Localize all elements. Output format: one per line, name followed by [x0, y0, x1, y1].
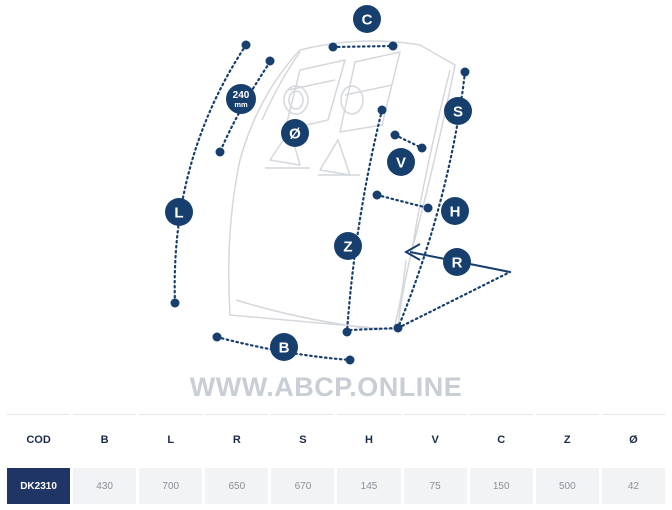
header-h: H [337, 414, 401, 465]
cell-z: 500 [535, 465, 599, 504]
svg-text:240: 240 [233, 90, 250, 101]
cell-s: 670 [271, 465, 335, 504]
svg-text:mm: mm [234, 100, 248, 109]
svg-text:S: S [453, 104, 463, 121]
dimension-label-c: C [353, 5, 381, 33]
svg-text:B: B [279, 340, 290, 357]
dimension-endpoints [170, 40, 470, 365]
svg-text:C: C [362, 12, 373, 29]
dimension-label-z: Z [334, 232, 362, 260]
dimension-label-diameter: Ø [281, 119, 309, 147]
svg-text:L: L [174, 205, 183, 222]
header-c: C [469, 414, 533, 465]
dimension-lines [173, 43, 512, 362]
cell-r: 650 [205, 465, 269, 504]
cell-cod: DK2310 [7, 465, 71, 504]
header-s: S [271, 414, 335, 465]
cell-v: 75 [403, 465, 467, 504]
dimension-label-l: L [165, 198, 193, 226]
cell-l: 700 [139, 465, 203, 504]
header-l: L [139, 414, 203, 465]
header-v: V [403, 414, 467, 465]
dimension-label-r: R [443, 248, 471, 276]
cell-diameter: 42 [601, 465, 665, 504]
header-r: R [205, 414, 269, 465]
svg-text:Z: Z [343, 239, 352, 256]
svg-text:Ø: Ø [289, 126, 301, 143]
dimension-label-h: H [441, 197, 469, 225]
svg-text:H: H [450, 204, 461, 221]
watermark-text: WWW.ABCP.ONLINE [189, 372, 463, 402]
dimension-label-v: V [387, 148, 415, 176]
cell-c: 150 [469, 465, 533, 504]
cell-h: 145 [337, 465, 401, 504]
dimension-label-s: S [444, 97, 472, 125]
svg-text:R: R [452, 255, 463, 272]
svg-text:V: V [396, 155, 406, 172]
dimension-label-b: B [270, 333, 298, 361]
specs-table: COD B L R S H V C Z Ø DK2310 430 700 650… [4, 414, 668, 504]
specs-value-row: DK2310 430 700 650 670 145 75 150 500 42 [7, 465, 665, 504]
header-b: B [73, 414, 137, 465]
dimension-label-bolt-spacing: 240 mm [226, 84, 256, 114]
cell-b: 430 [73, 465, 137, 504]
specs-header-row: COD B L R S H V C Z Ø [7, 414, 665, 465]
header-cod: COD [7, 414, 71, 465]
header-diameter: Ø [601, 414, 665, 465]
mudguard-dimension-diagram: C S V H R Z L B Ø 240 mm [165, 5, 512, 365]
mudguard-outline [228, 40, 456, 331]
header-z: Z [535, 414, 599, 465]
